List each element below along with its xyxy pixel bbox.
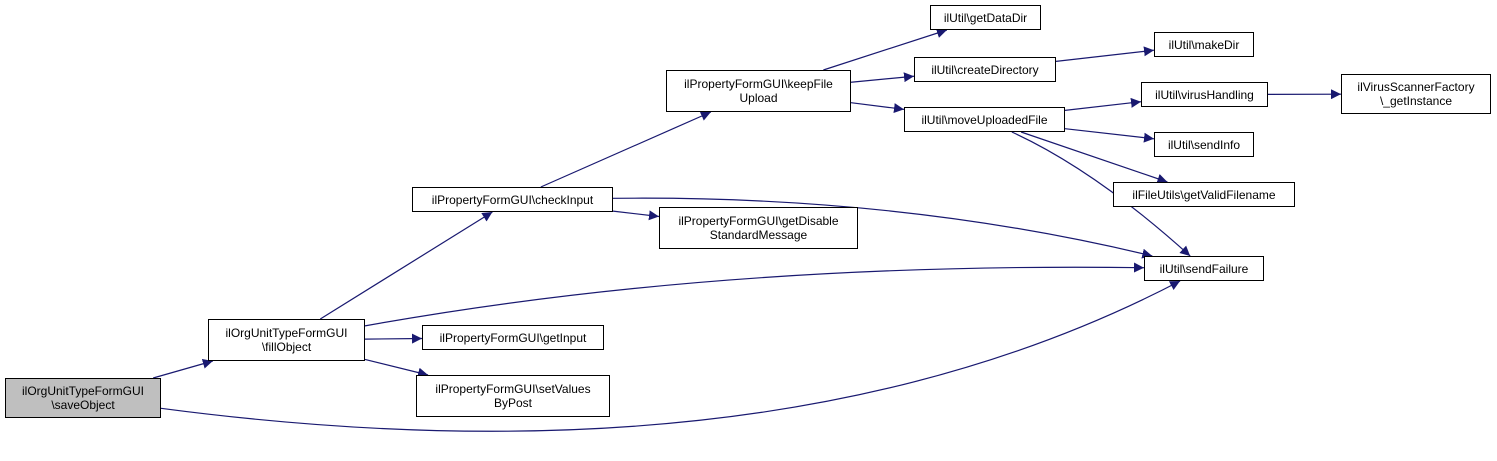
edge-move-uploaded-file-to-get-valid-filename [1020,131,1168,184]
node-get-valid-filename[interactable]: ilFileUtils\getValidFilename [1113,182,1295,207]
edge-save-object-to-fill-object [153,358,213,379]
edge-check-input-to-get-disable-standard-message [612,210,660,221]
edge-fill-object-to-get-input [364,333,423,344]
edge-create-directory-to-make-dir [1055,46,1155,62]
edge-keep-file-upload-to-create-directory [850,72,915,83]
node-virus-handling[interactable]: ilUtil\virusHandling [1141,82,1268,107]
edge-fill-object-to-set-values-by-post [364,358,429,378]
edge-check-input-to-send-failure [612,197,1153,259]
node-create-directory[interactable]: ilUtil\createDirectory [914,57,1056,82]
node-fill-object[interactable]: ilOrgUnitTypeFormGUI\fillObject [208,319,365,361]
edge-keep-file-upload-to-get-data-dir [823,28,948,71]
node-save-object: ilOrgUnitTypeFormGUI\saveObject [5,378,161,418]
edge-move-uploaded-file-to-send-failure [1011,131,1191,257]
node-move-uploaded-file[interactable]: ilUtil\moveUploadedFile [904,107,1065,132]
node-check-input[interactable]: ilPropertyFormGUI\checkInput [412,187,613,212]
node-get-input[interactable]: ilPropertyFormGUI\getInput [422,325,604,350]
node-get-data-dir[interactable]: ilUtil\getDataDir [930,5,1041,30]
edge-keep-file-upload-to-move-uploaded-file [850,102,905,114]
node-virus-scanner-factory[interactable]: ilVirusScannerFactory\_getInstance [1341,74,1491,114]
node-make-dir[interactable]: ilUtil\makeDir [1154,32,1254,57]
edge-fill-object-to-send-failure [364,262,1145,327]
node-send-info[interactable]: ilUtil\sendInfo [1154,132,1254,157]
edge-move-uploaded-file-to-send-info [1064,128,1155,143]
edge-check-input-to-keep-file-upload [540,111,712,188]
node-send-failure[interactable]: ilUtil\sendFailure [1144,256,1264,281]
edge-save-object-to-send-failure [160,280,1181,432]
edge-move-uploaded-file-to-virus-handling [1064,97,1142,111]
edge-fill-object-to-check-input [319,211,493,320]
